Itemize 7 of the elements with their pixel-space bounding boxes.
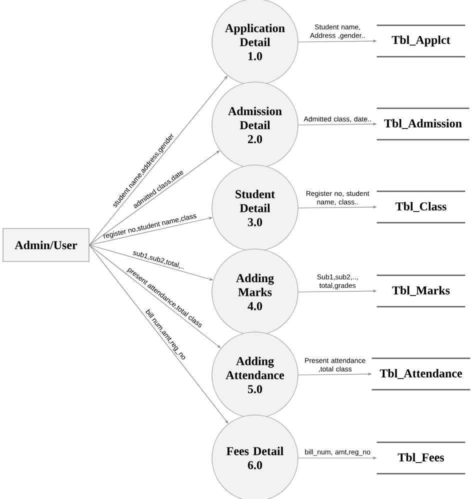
data-store: Tbl_Admission [376, 108, 470, 140]
data-store: Tbl_Attendance [372, 358, 470, 390]
data-store: Tbl_Fees [376, 442, 466, 474]
data-store: Tbl_Marks [376, 274, 466, 308]
data-store: Tbl_Applct [376, 24, 466, 58]
data-store: Tbl_Class [376, 190, 466, 224]
entity-box: Admin/User [2, 228, 90, 262]
